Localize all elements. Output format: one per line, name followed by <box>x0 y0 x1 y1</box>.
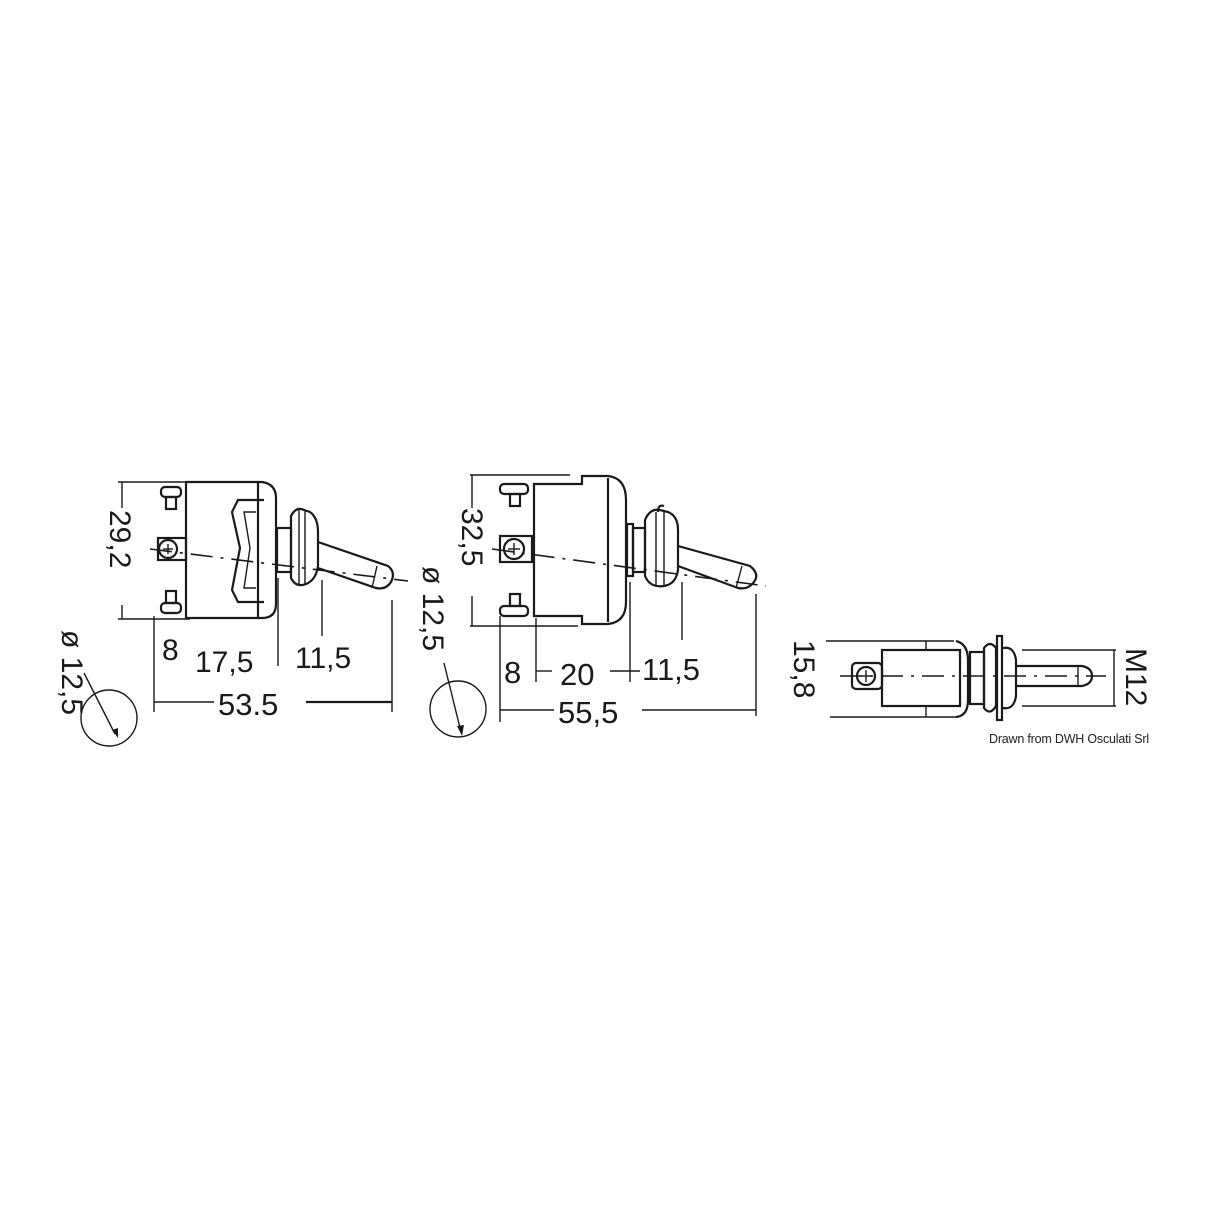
height-dim-label: 32,5 <box>455 508 488 566</box>
segment-dim-1: 8 <box>162 634 179 667</box>
hole-dim-label: ø 12,5 <box>416 566 449 651</box>
segment-dim-2: 20 <box>560 657 594 692</box>
width-dim-label: 15,8 <box>787 640 820 698</box>
segment-dim-3: 11,5 <box>642 652 700 687</box>
overall-length-label: 55,5 <box>558 695 618 730</box>
segment-dim-3: 11,5 <box>295 642 351 675</box>
switch-b-side-view: 32,5 ø 12,5 8 20 11,5 <box>416 474 767 738</box>
height-dim-label: 29,2 <box>103 510 136 568</box>
switch-top-view: 15,8 M12 <box>787 634 1152 722</box>
segment-dim-1: 8 <box>504 655 521 690</box>
segment-dim-2: 17,5 <box>195 646 253 679</box>
thread-dim-label: M12 <box>1119 648 1152 706</box>
switch-a-side-view: 29,2 ø 12,5 8 17,5 11,5 <box>55 480 409 747</box>
hole-dim-label: ø 12,5 <box>55 630 88 715</box>
drawing-credit: Drawn from DWH Osculati Srl <box>989 732 1149 746</box>
overall-length-label: 53.5 <box>218 687 278 722</box>
